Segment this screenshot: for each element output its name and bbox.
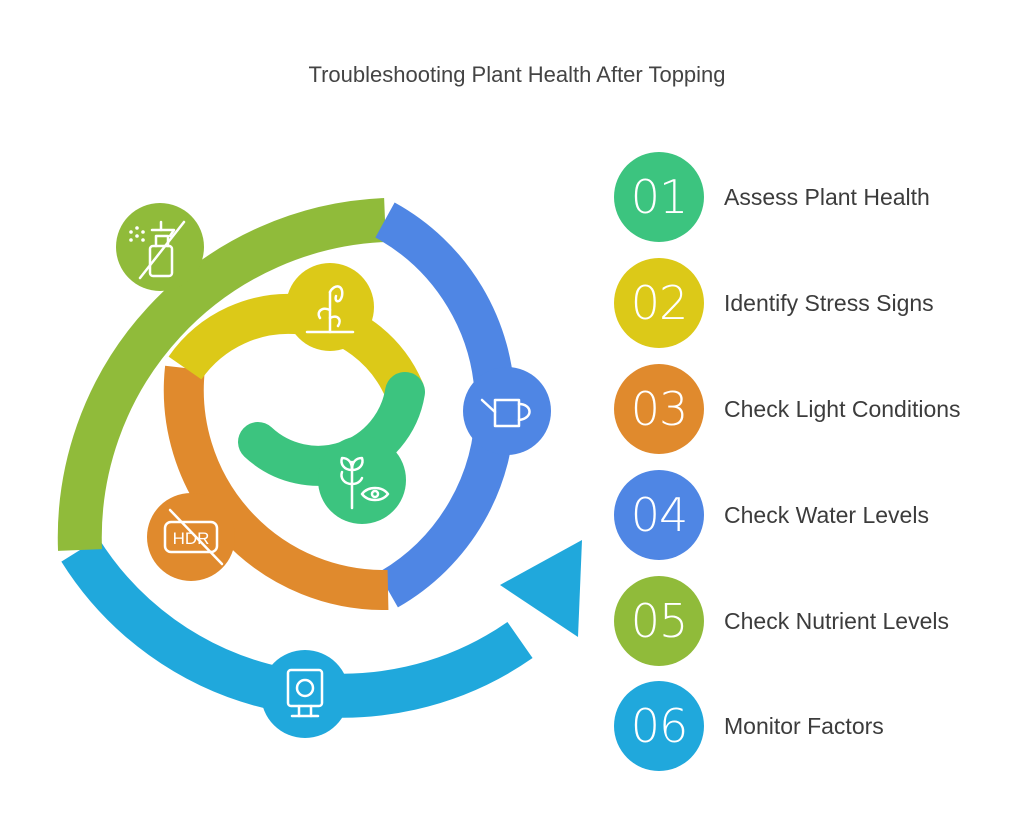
- step-number-badge: 05: [614, 576, 704, 666]
- segment-nutrient: [57, 198, 386, 551]
- step-label: Check Water Levels: [724, 502, 929, 528]
- step-row-4: 04 Check Water Levels: [614, 470, 1014, 560]
- step-row-1: 01 Assess Plant Health: [614, 152, 1014, 242]
- monitor-sensor-icon: [261, 650, 349, 738]
- page-title: Troubleshooting Plant Health After Toppi…: [308, 62, 726, 87]
- step-row-2: 02 Identify Stress Signs: [614, 258, 1014, 348]
- step-label: Assess Plant Health: [724, 184, 930, 210]
- step-row-6: 06 Monitor Factors: [614, 681, 1014, 771]
- segment-light: [163, 365, 389, 611]
- step-number-badge: 03: [614, 364, 704, 454]
- step-number-badge: 02: [614, 258, 704, 348]
- hdr-label: HDR: [173, 529, 210, 548]
- step-label: Check Nutrient Levels: [724, 608, 949, 634]
- step-label: Check Light Conditions: [724, 396, 961, 422]
- watering-can-icon: [463, 367, 551, 455]
- wilted-plant-icon: [286, 263, 374, 351]
- step-label: Identify Stress Signs: [724, 290, 934, 316]
- spray-bottle-off-icon: [116, 203, 204, 291]
- arrow-head: [500, 540, 582, 637]
- hdr-off-icon: HDR: [147, 493, 235, 581]
- step-row-3: 03 Check Light Conditions: [614, 364, 1014, 454]
- step-row-5: 05 Check Nutrient Levels: [614, 576, 1014, 666]
- step-number-badge: 01: [614, 152, 704, 242]
- step-number-badge: 04: [614, 470, 704, 560]
- plant-eye-icon: [318, 436, 406, 524]
- step-number-badge: 06: [614, 681, 704, 771]
- step-label: Monitor Factors: [724, 713, 884, 739]
